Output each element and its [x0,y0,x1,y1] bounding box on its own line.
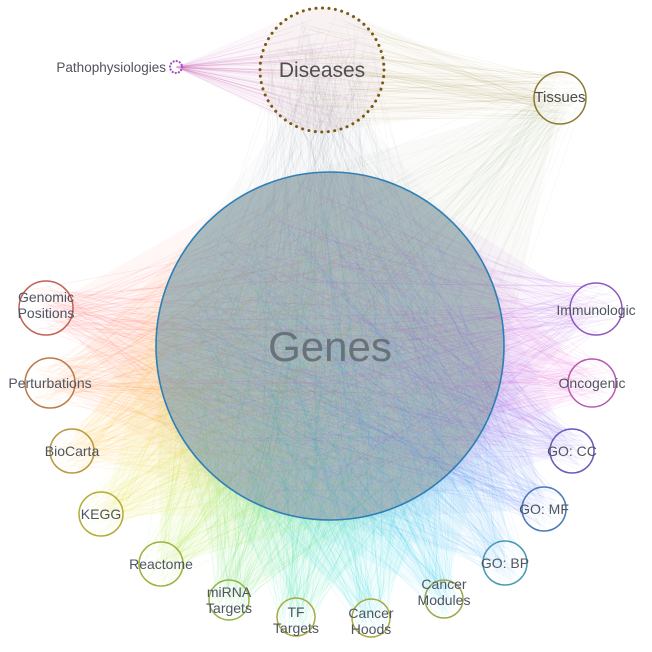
fan-wedge [156,172,596,520]
label-go_bp: GO: BP [481,555,529,571]
edge-fan-mirna_targets-genes [156,172,504,618]
node-cancer_modules[interactable] [424,579,464,619]
node-kegg[interactable] [78,491,124,537]
node-genomic_positions[interactable] [18,280,74,336]
base-layer [156,172,504,520]
node-labels: Genes Diseases PathophysiologiesTissuesGen… [8,59,635,637]
node-immunologic[interactable] [569,282,623,336]
fan-wedge [176,8,384,132]
edge-fans [25,8,621,636]
node-tissues[interactable] [533,71,587,125]
fan-wedge [156,172,544,520]
node-oncogenic[interactable] [567,358,617,408]
label-diseases: Diseases [279,59,365,82]
fan-wedge [156,172,572,520]
label-genes: Genes [268,323,392,370]
edge-fan-diseases-genes [178,12,492,514]
node-diseases[interactable] [258,6,386,134]
node-go_bp[interactable] [482,540,528,586]
fan-wedge [156,172,504,601]
label-go_mf: GO: MF [519,501,569,517]
node-cancer_hoods[interactable] [351,598,391,638]
fan-wedge [156,172,505,563]
fan-wedge [156,172,504,564]
node-pathophysiologies[interactable] [168,59,184,75]
edge-fan-genomic_positions-genes [25,172,504,520]
label-reactome: Reactome [129,556,193,572]
edge-fan-immunologic-genes [156,172,621,520]
label-biocarta: BioCarta [45,443,100,459]
edge-fan-tf_targets-genes [156,172,504,634]
label-tissues: Tissues [534,89,585,106]
edge-fan-go_mf-genes [156,172,563,530]
edge-fan-tissues-genes [172,73,585,504]
node-go_cc[interactable] [549,428,595,474]
edge-fan-perturbations-genes [29,172,504,520]
fan-wedge [156,172,592,520]
fan-wedge [156,172,504,617]
label-go_cc: GO: CC [547,443,597,459]
fan-wedge [101,172,504,520]
edge-fan-oncogenic-genes [156,172,613,520]
edge-fan-go_cc-genes [156,172,593,520]
node-go_mf[interactable] [521,486,567,532]
edge-fan-pathophysiologies-diseases [175,8,384,132]
edge-fan-kegg-genes [81,172,504,535]
label-kegg: KEGG [81,506,121,522]
edge-fan-reactome-genes [141,172,504,585]
node-biocarta[interactable] [49,428,95,474]
edge-fan-cancer_hoods-genes [156,172,504,636]
label-immunologic: Immunologic [556,302,635,318]
fan-wedge [260,8,560,132]
node-reactome[interactable] [138,541,184,587]
edge-fan-tissues-diseases [260,8,580,132]
edge-fan-go_bp-genes [156,172,524,584]
label-perturbations: Perturbations [8,375,91,391]
fan-wedge [156,172,504,600]
label-pathophysiologies: Pathophysiologies [56,60,166,75]
label-oncogenic: Oncogenic [559,375,626,391]
node-circles [18,6,623,638]
fan-wedge [50,172,504,520]
node-perturbations[interactable] [24,357,76,409]
fan-wedge [46,172,504,520]
edge-fan-cancer_modules-genes [156,172,504,617]
node-tf_targets[interactable] [276,597,316,637]
genes-base-fill [156,172,504,520]
fan-wedge [156,172,504,618]
node-genes[interactable] [155,171,505,521]
node-mirna_targets[interactable] [208,579,250,621]
